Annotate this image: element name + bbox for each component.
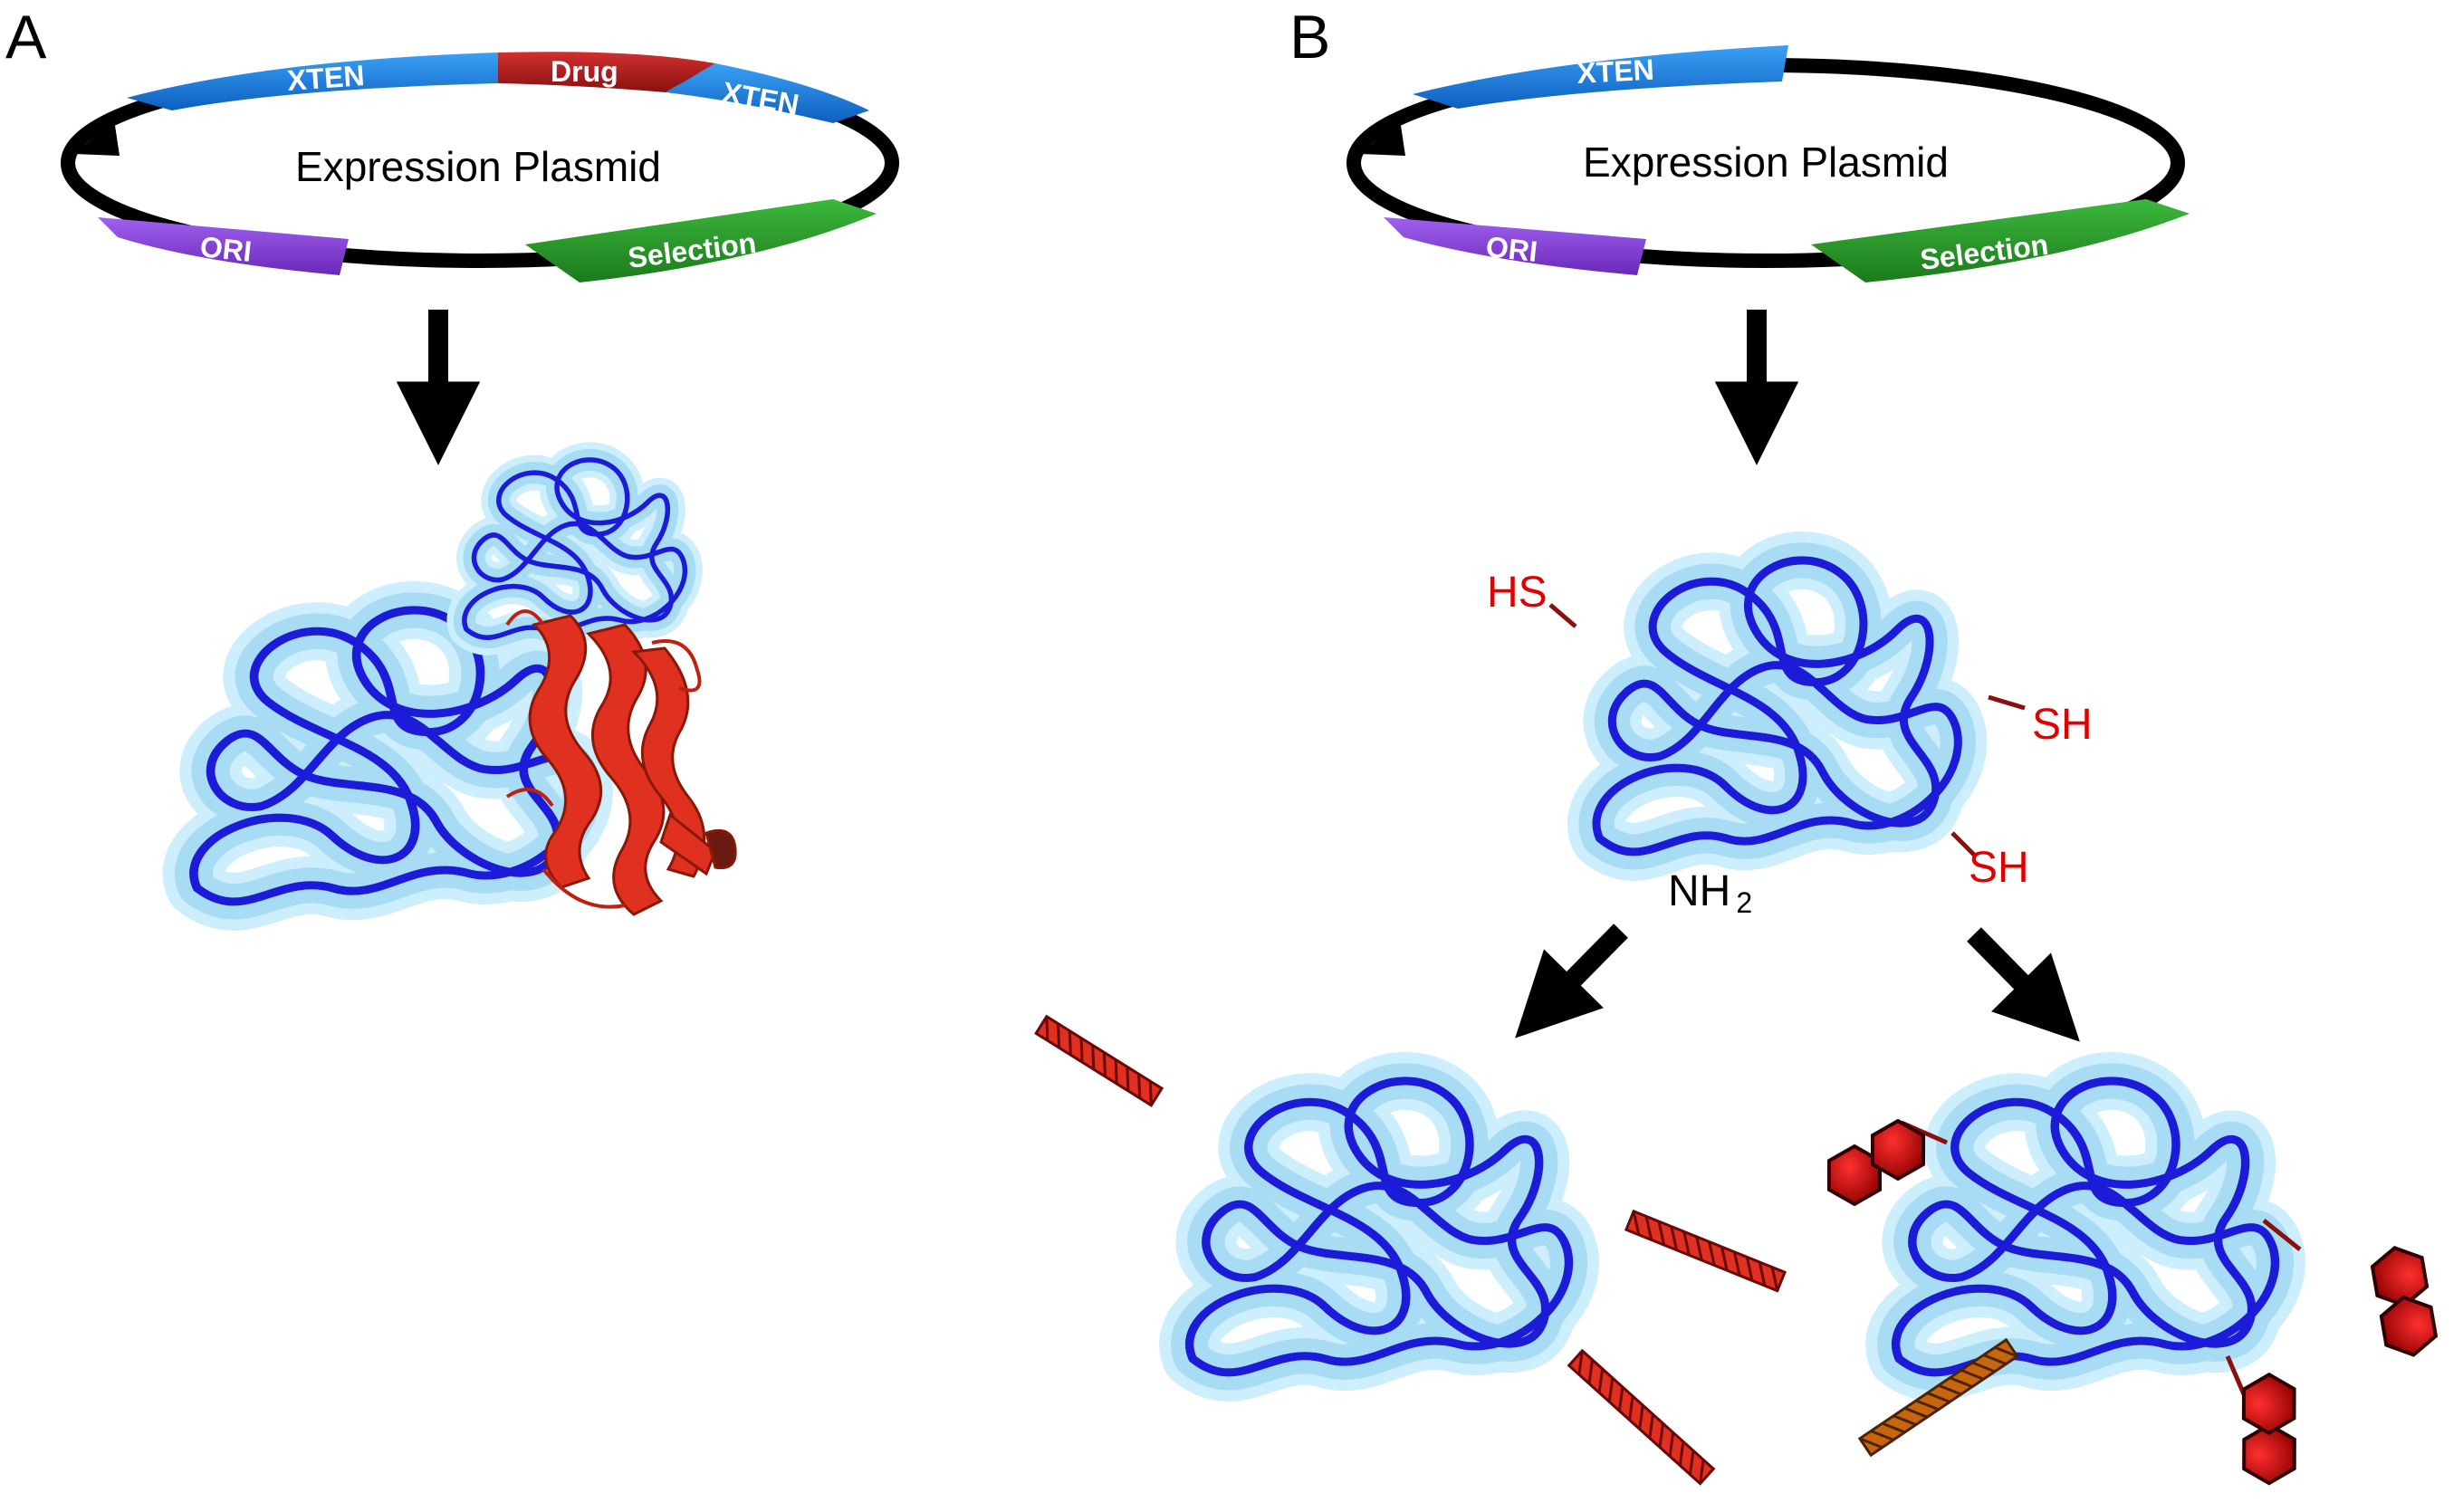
arrow-b-left <box>1515 923 1628 1038</box>
panel-a-letter: A <box>5 3 47 72</box>
sh-lower-linker <box>1950 831 1976 856</box>
nh-text: NH <box>1668 867 1730 915</box>
hs-group: HS <box>1487 569 1548 617</box>
plasmid-a-title: Expression Plasmid <box>295 143 661 190</box>
plasmid-b: XTEN ORI Selection Expression Plasmid <box>1347 45 2190 282</box>
selection-segment-b <box>1811 199 2190 282</box>
xten-label-b: XTEN <box>1576 53 1654 90</box>
ori-label: ORI <box>198 230 253 268</box>
ring-direction-arrow <box>74 120 120 156</box>
xten-small-molecule-conjugate <box>1827 1081 2461 1493</box>
ring-direction-arrow-b <box>1360 120 1405 156</box>
sh-right-linker <box>1988 694 2026 711</box>
drug-protein <box>528 614 737 916</box>
payload-hexagons-2 <box>2346 1240 2461 1362</box>
xten-peptide-conjugate <box>1034 1014 1787 1486</box>
xten-drug-fusion <box>194 460 737 916</box>
ori-segment <box>98 217 349 275</box>
xten-left-segment <box>127 53 498 110</box>
panel-b-letter: B <box>1289 3 1330 72</box>
drug-label: Drug <box>551 55 618 88</box>
hs-linker <box>1548 603 1577 628</box>
sh-right-group: SH <box>2032 701 2093 749</box>
helix-peptide-1 <box>1034 1014 1164 1107</box>
nh-subscript: 2 <box>1736 886 1752 919</box>
payload-hexagons-3 <box>2208 1365 2331 1493</box>
selection-segment <box>525 199 877 282</box>
plasmid-b-title: Expression Plasmid <box>1583 139 1949 186</box>
plasmid-a: XTEN Drug XTEN ORI Selection Expression … <box>61 52 899 282</box>
arrow-b-right <box>1967 927 2080 1042</box>
ori-label-b: ORI <box>1484 230 1538 268</box>
xten-segment-b <box>1413 45 1788 109</box>
drug-segment <box>498 52 715 92</box>
ori-segment-b <box>1384 217 1646 275</box>
helix-peptide-orange <box>1857 1337 2019 1458</box>
helix-peptide-3 <box>1567 1348 1716 1486</box>
xten-right-segment <box>666 63 869 123</box>
helix-peptide-2 <box>1624 1209 1787 1293</box>
sh-lower-group: SH <box>1969 844 2029 892</box>
xten-left-label: XTEN <box>286 59 366 97</box>
